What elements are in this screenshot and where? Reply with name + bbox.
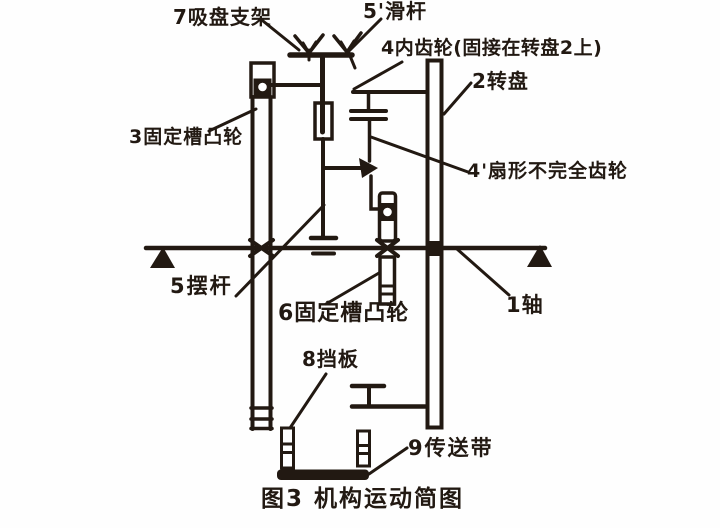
label-sector-gear: 4'扇形不完全齿轮 — [467, 160, 629, 182]
conveyor-belt — [277, 469, 369, 480]
figure-caption: 图3 机构运动简图 — [261, 486, 465, 512]
leader-internal-gear — [352, 60, 404, 91]
fixed-groove-cam-3 — [248, 61, 276, 431]
leader-slide-rod — [347, 17, 383, 53]
fixed-groove-cam-6 — [375, 191, 400, 306]
baffle-right — [356, 429, 371, 468]
label-swing-rod: 5摆杆 — [170, 274, 233, 298]
label-cam-6: 6固定槽凸轮 — [278, 301, 410, 326]
baffle-left — [280, 426, 295, 470]
label-turntable: 2转盘 — [472, 69, 529, 93]
swing-rod — [308, 101, 364, 256]
label-shaft: 1轴 — [506, 293, 544, 317]
label-slide-rod: 5'滑杆 — [363, 0, 428, 23]
label-suction-bracket: 7吸盘支架 — [173, 5, 272, 29]
suction-bracket — [267, 31, 363, 87]
internal-gear — [349, 90, 428, 121]
leader-turntable — [442, 81, 473, 116]
leader-shaft — [455, 247, 511, 297]
left-bearing-icon — [150, 247, 175, 268]
leader-swing-rod — [234, 203, 326, 298]
leader-lines — [207, 17, 511, 476]
leader-conveyor — [367, 446, 409, 476]
label-internal-gear: 4内齿轮(固接在转盘2上) — [381, 37, 603, 59]
label-conveyor: 9传送带 — [408, 436, 494, 460]
label-baffle: 8挡板 — [302, 347, 359, 371]
turntable — [425, 58, 444, 430]
leader-cam-3 — [207, 107, 258, 133]
leader-suction-bracket — [261, 19, 301, 52]
leader-baffle — [288, 372, 328, 430]
frame-bracket — [349, 383, 428, 409]
leader-cam-6 — [324, 271, 381, 306]
sector-gear — [359, 117, 383, 211]
label-cam-3: 3固定槽凸轮 — [129, 126, 244, 148]
right-bearing-icon — [527, 245, 552, 267]
leader-sector-gear — [369, 135, 470, 174]
